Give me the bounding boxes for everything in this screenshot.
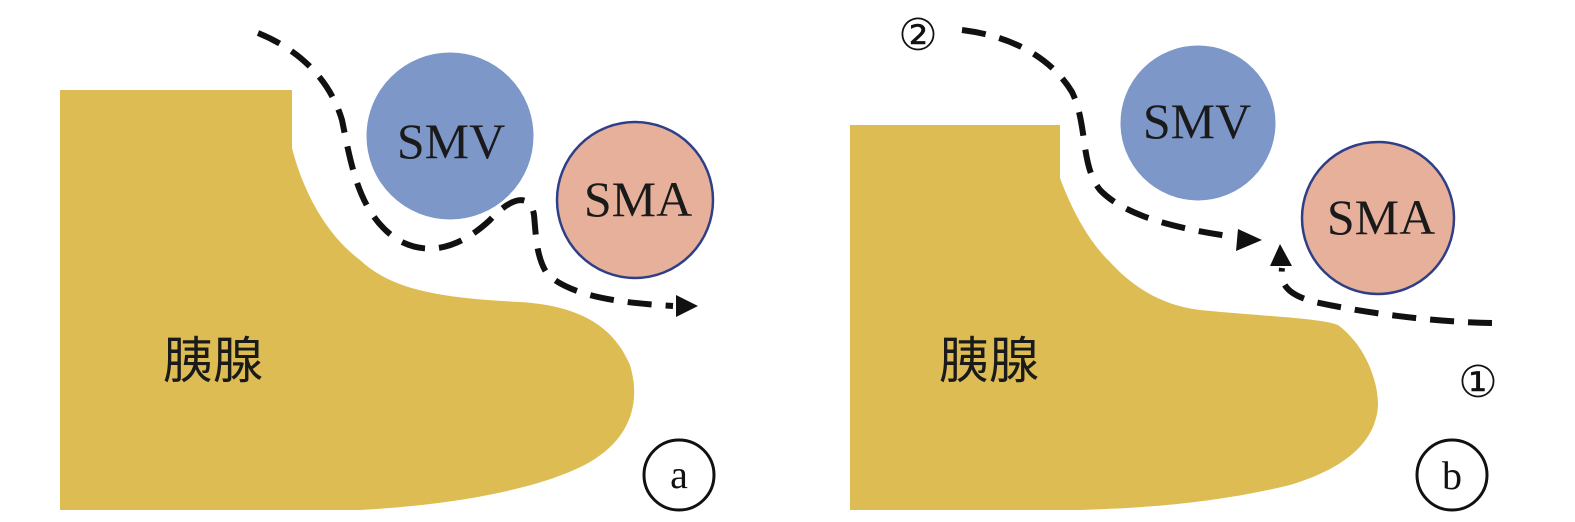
arrowhead-route-2 [1236, 229, 1262, 251]
smv-circle-a [366, 52, 534, 220]
sma-label-b: SMA [1327, 189, 1435, 245]
panel-letter-circle-b [1415, 438, 1489, 512]
sma-circle-a [555, 120, 715, 280]
arrowhead-a [676, 295, 698, 317]
sma-label-a: SMA [584, 171, 692, 227]
sma-circle-b [1300, 140, 1456, 296]
dashed-route-1 [1278, 267, 1493, 326]
smv-label-b: SMV [1143, 93, 1251, 149]
smv-label-a: SMV [397, 113, 505, 169]
arrowhead-route-1 [1270, 244, 1292, 266]
panel-letter-circle-a [642, 438, 716, 512]
panel-b: SMV SMA 胰腺 ② ① b [850, 11, 1498, 512]
path-number-2: ② [898, 11, 937, 60]
smv-circle-b [1120, 45, 1276, 201]
path-number-1: ① [1458, 358, 1497, 407]
panel-letter-b: b [1442, 453, 1462, 498]
pancreas-label-b: 胰腺 [939, 332, 1039, 390]
panel-letter-a: a [670, 452, 688, 497]
pancreas-shape-a [60, 90, 635, 510]
panel-a: SMV SMA 胰腺 a [60, 30, 716, 512]
pancreas-shape-b [850, 125, 1378, 510]
pancreas-label-a: 胰腺 [163, 332, 263, 390]
dashed-route-a [256, 30, 674, 309]
